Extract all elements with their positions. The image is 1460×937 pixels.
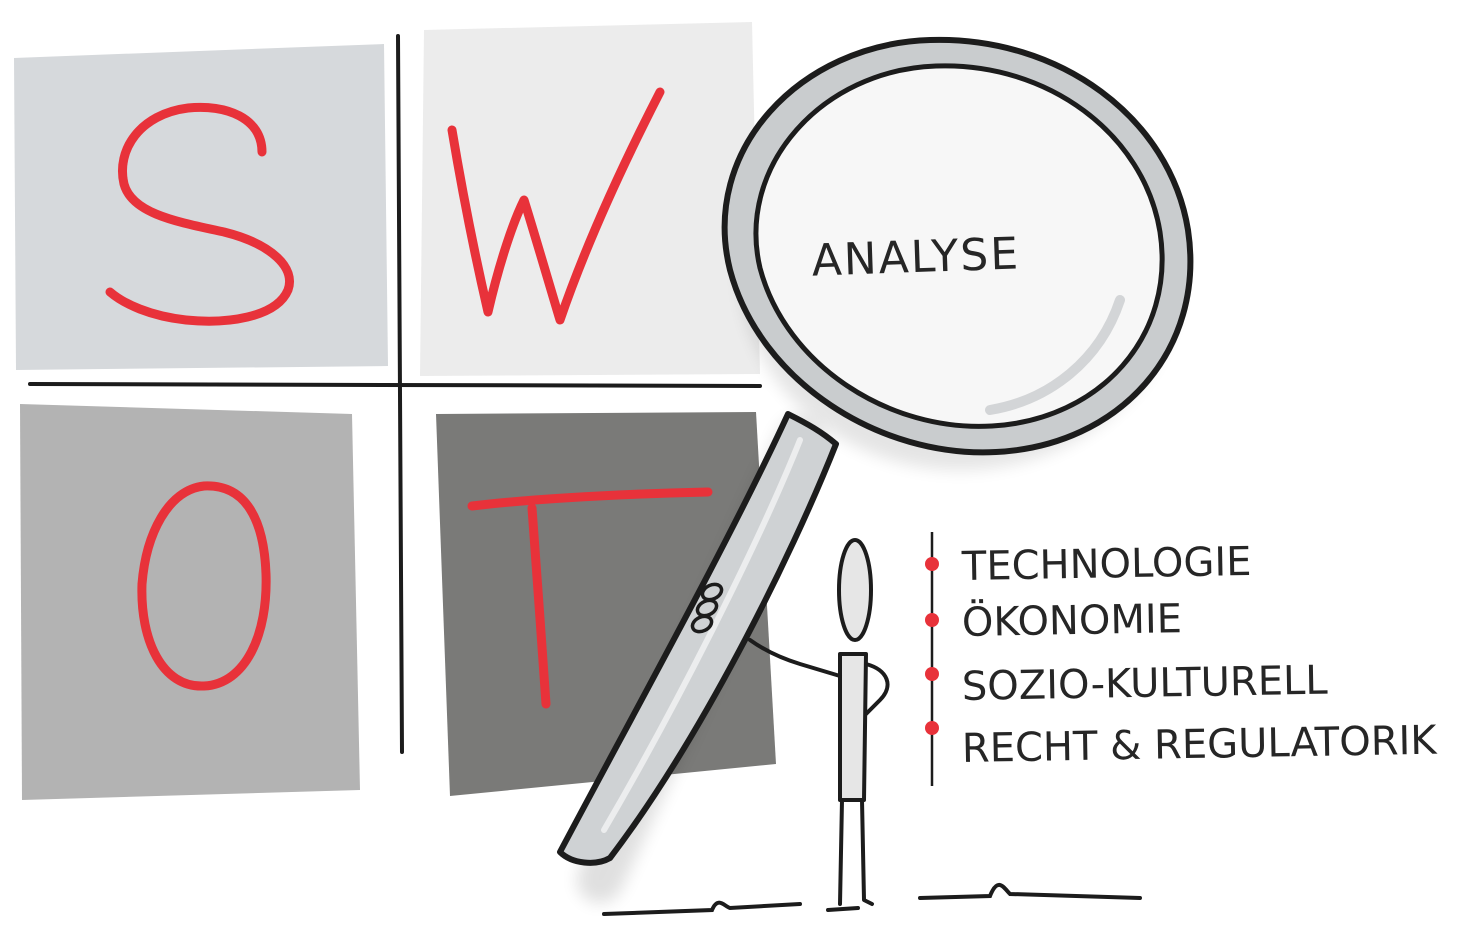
factor-item: ÖKONOMIE bbox=[962, 594, 1183, 646]
quadrant-weaknesses-bg bbox=[420, 22, 760, 376]
factor-bullet bbox=[925, 557, 939, 571]
letter-t-stem-stroke bbox=[527, 503, 551, 709]
factor-bullet bbox=[925, 613, 939, 627]
magnifier-lens bbox=[753, 63, 1165, 429]
lens-highlight bbox=[985, 295, 1125, 415]
figure-left-leg bbox=[838, 798, 844, 906]
letter-s-stroke bbox=[105, 102, 294, 326]
quadrant-opportunities-bg bbox=[20, 404, 360, 800]
magnifier-label: ANALYSE bbox=[811, 228, 1021, 286]
swot-letters: S W O T bbox=[105, 87, 713, 709]
grip-coil bbox=[690, 582, 724, 634]
letter-w-stroke bbox=[447, 87, 665, 325]
magnifying-glass-icon: ANALYSE bbox=[557, 36, 1194, 903]
factor-item: SOZIO-KULTURELL bbox=[962, 658, 1329, 710]
ground-lines bbox=[602, 883, 1142, 916]
factor-bullet bbox=[925, 667, 939, 681]
letter-o-stroke bbox=[137, 481, 271, 691]
figure-right-leg bbox=[860, 798, 874, 906]
factor-item: TECHNOLOGIE bbox=[961, 539, 1252, 590]
factor-bullet bbox=[925, 721, 939, 735]
stick-figure bbox=[748, 538, 890, 906]
grid-vertical-line bbox=[396, 34, 404, 754]
letter-t-top-stroke bbox=[467, 487, 713, 511]
magnifier-handle bbox=[557, 411, 839, 866]
magnifier-handle-highlight bbox=[601, 437, 803, 833]
figure-arm-pointing bbox=[748, 638, 842, 678]
figure-arm-hip bbox=[864, 662, 890, 716]
factor-item: RECHT & REGULATORIK bbox=[962, 718, 1439, 772]
figure-head bbox=[837, 538, 873, 642]
grid-horizontal-line bbox=[28, 382, 762, 388]
factor-list: TECHNOLOGIE ÖKONOMIE SOZIO-KULTURELL REC… bbox=[925, 532, 1439, 786]
figure-body bbox=[838, 652, 868, 802]
